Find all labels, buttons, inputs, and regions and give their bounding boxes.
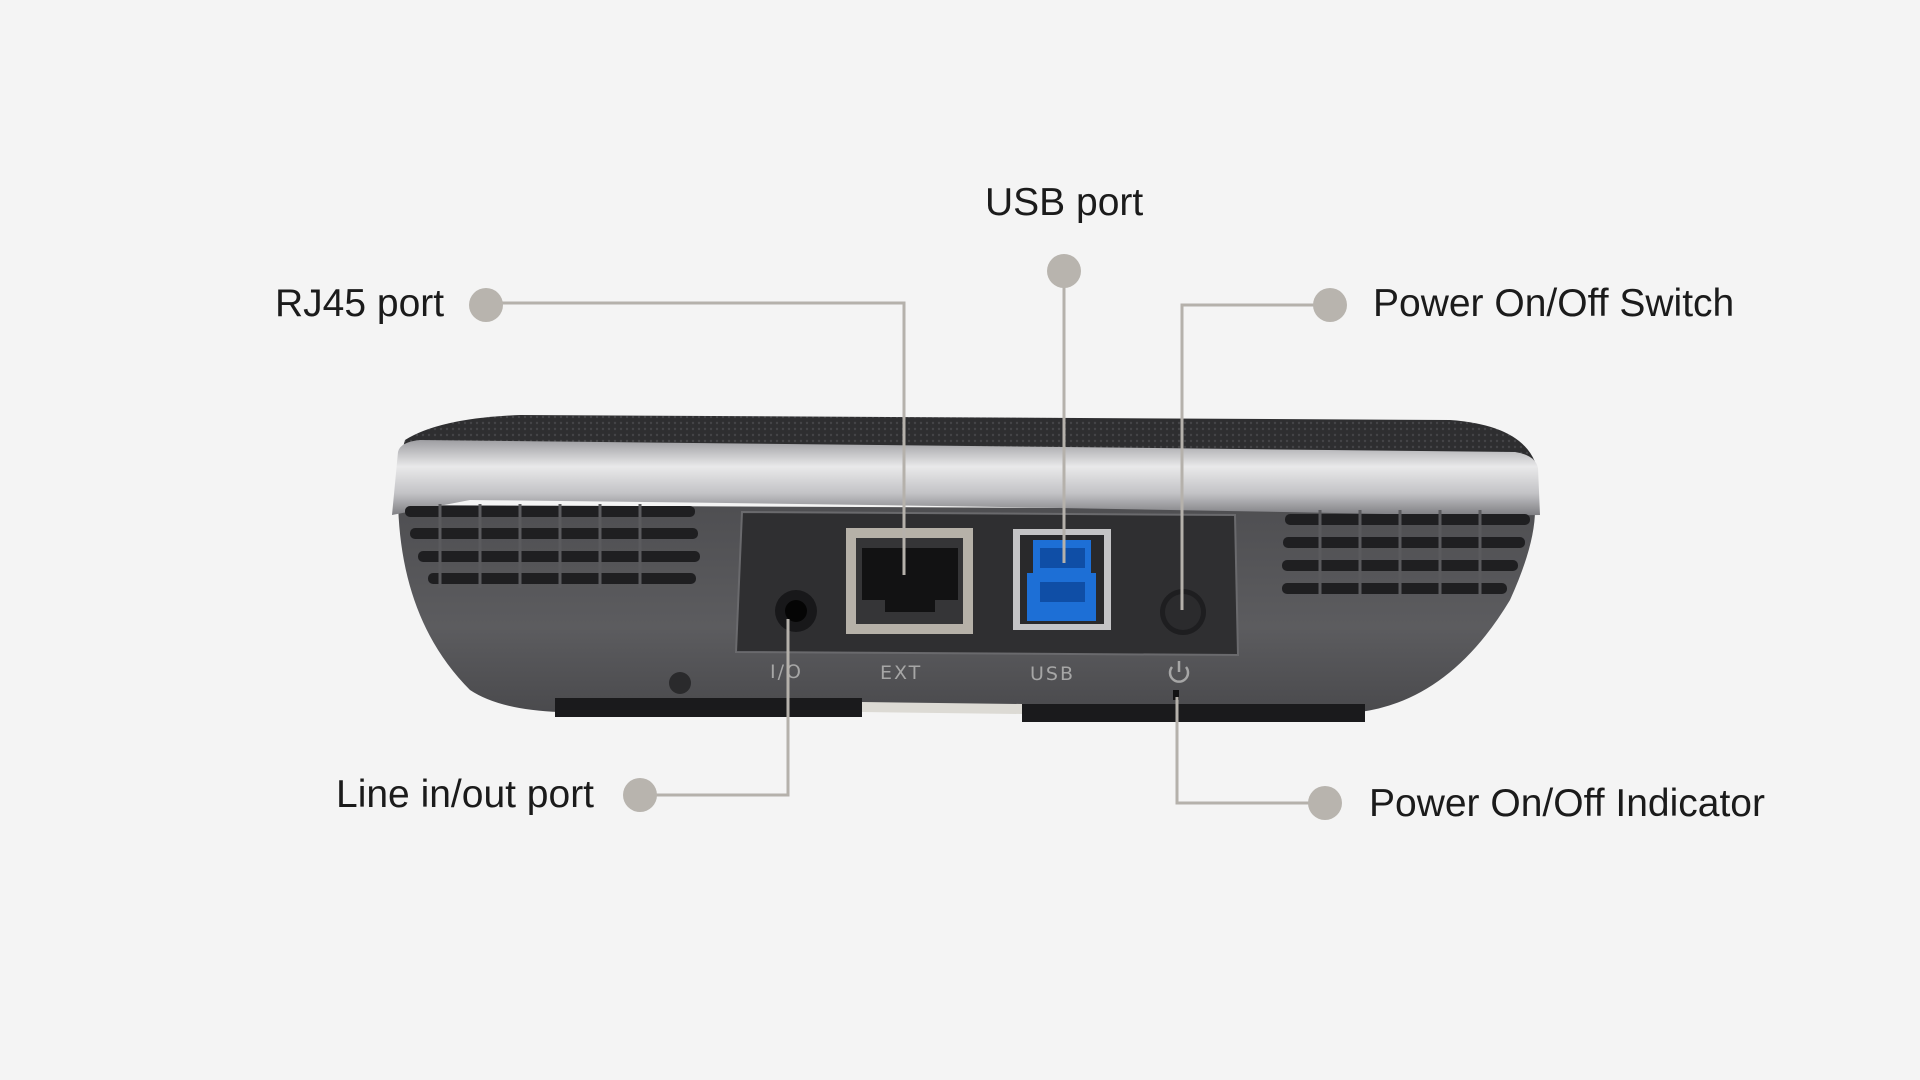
silver-band: [392, 440, 1540, 516]
usb-port-callout: USB port: [985, 181, 1144, 224]
usb-leader-dot: [1047, 254, 1081, 288]
rj45-jack: [846, 528, 973, 634]
bottom-foot-left: [555, 698, 862, 717]
power-switch-button: [1160, 589, 1206, 635]
line-port-leader-dot: [623, 778, 657, 812]
left-vent-grille: [405, 506, 700, 584]
rj45-port-callout: RJ45 port: [275, 282, 445, 325]
indicator-led: [1173, 690, 1179, 700]
power-switch-leader-dot: [1313, 288, 1347, 322]
right-vent-grille: [1282, 514, 1530, 594]
ext-port-label: EXT: [880, 662, 922, 684]
port-panel: [734, 510, 1240, 657]
bottom-foot-right: [1022, 704, 1365, 722]
leader-lines: [486, 271, 1330, 805]
power-icon: [1168, 661, 1190, 683]
line-in-out-jack: [775, 590, 817, 632]
power-switch-leader-line: [1180, 303, 1330, 610]
line-port-callout: Line in/out port: [336, 773, 595, 816]
rj45-leader-dot: [469, 288, 503, 322]
leader-dots: [469, 254, 1347, 820]
usb-port-label: USB: [1030, 663, 1075, 685]
line-port-label: I/O: [770, 661, 803, 683]
indicator-leader-dot: [1308, 786, 1342, 820]
usb-b-jack: [1013, 529, 1111, 630]
rj45-leader-line: [486, 301, 906, 575]
bottom-screw-hole: [669, 672, 691, 694]
power-indicator-callout: Power On/Off Indicator: [1369, 782, 1765, 825]
power-switch-callout: Power On/Off Switch: [1373, 282, 1735, 325]
indicator-leader-line: [1175, 697, 1325, 805]
line-port-leader-line: [640, 619, 790, 797]
